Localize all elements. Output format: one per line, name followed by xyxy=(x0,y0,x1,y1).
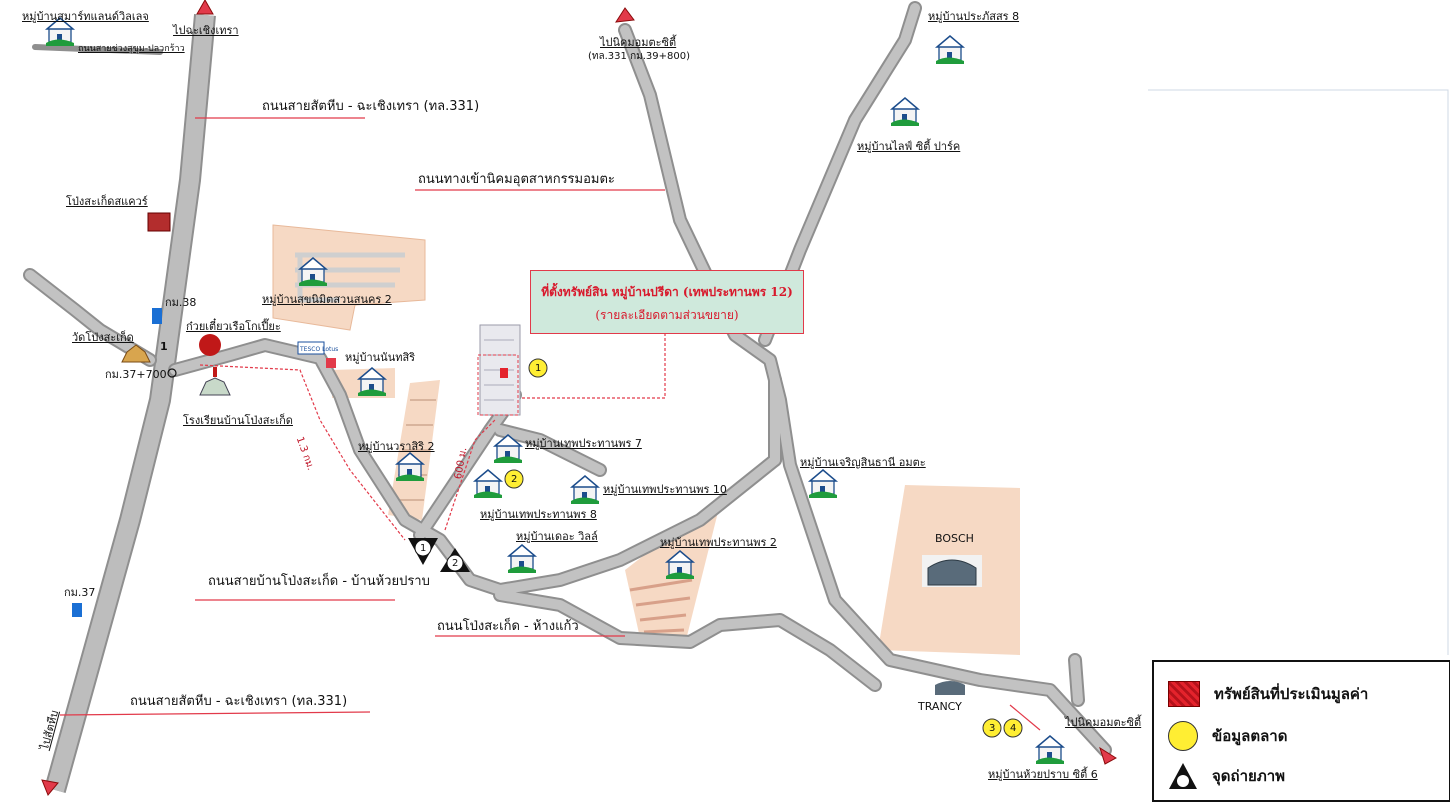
house-icon xyxy=(507,544,537,574)
road-label-pong-huai: ถนนสายบ้านโป่งสะเก็ด - บ้านห้วยปราบ xyxy=(208,574,430,589)
direction-amata: ไปนิคมอมตะซิตี้ xyxy=(600,36,677,49)
place-huaiprab: หมู่บ้านห้วยปราบ ซิตี้ 6 xyxy=(988,768,1098,781)
place-small-road: ถนนสายช่วงสุขุม-ปลวกร้าว xyxy=(78,44,185,54)
place-warasiri: หมู่บ้านวราสิริ 2 xyxy=(358,440,435,453)
place-km38: กม.38 xyxy=(165,296,197,309)
road-label-331-bottom: ถนนสายสัตหีบ - ฉะเชิงเทรา (ทล.331) xyxy=(130,694,348,709)
place-life-city: หมู่บ้านไลฟ์ ซิตี้ ปาร์ค xyxy=(857,140,961,153)
temple-icon xyxy=(121,344,151,363)
place-thepprathan10: หมู่บ้านเทพประทานพร 10 xyxy=(603,483,727,496)
house-icon xyxy=(935,35,965,65)
market-number: 1 xyxy=(535,363,542,374)
subject-callout: ที่ตั้งทรัพย์สิน หมู่บ้านปรีดา (เทพประทา… xyxy=(530,270,804,334)
place-pongsaket-square: โป่งสะเก็ดสแควร์ xyxy=(66,195,148,208)
place-prapassorn: หมู่บ้านประภัสสร 8 xyxy=(928,10,1020,23)
house-icon xyxy=(473,469,503,499)
place-km37700: กม.37+700 xyxy=(105,368,167,381)
place-nanthasiri: หมู่บ้านนันทสิริ xyxy=(345,351,416,364)
legend-market-label: ข้อมูลตลาด xyxy=(1212,727,1288,745)
photo-number: 2 xyxy=(452,558,459,569)
house-icon xyxy=(890,97,920,127)
road-label-331-top: ถนนสายสัตหีบ - ฉะเชิงเทรา (ทล.331) xyxy=(262,99,480,114)
market-number: 4 xyxy=(1010,723,1017,734)
house-icon xyxy=(570,475,600,505)
bus-stop-icon xyxy=(72,603,82,617)
photo-number: 1 xyxy=(420,543,427,554)
subject-plot xyxy=(500,368,508,378)
direction-amata-se: ไปนิคมอมตะซิตี้ xyxy=(1065,716,1142,729)
direction-arrow-icon xyxy=(1099,746,1117,765)
camera-point-icon xyxy=(440,548,470,572)
direction-arrow-icon xyxy=(196,0,214,15)
direction-chachoengsao: ไปฉะเชิงเทรา xyxy=(173,24,239,37)
road-label-pong-hang: ถนนโป่งสะเก็ด - ห้างแก้ว xyxy=(437,619,579,634)
place-trancy: TRANCY xyxy=(918,700,962,713)
tesco-icon xyxy=(297,341,325,355)
market-point xyxy=(982,718,1002,738)
place-charoensin: หมู่บ้านเจริญสินธานี อมตะ xyxy=(800,456,926,469)
legend-photo-label: จุดถ่ายภาพ xyxy=(1212,767,1286,785)
market-number: 2 xyxy=(511,474,518,485)
factory-icon xyxy=(935,681,965,695)
factory-icon xyxy=(922,555,982,587)
store-icon xyxy=(326,358,336,368)
place-num1: 1 xyxy=(160,340,168,353)
subject-title: ที่ตั้งทรัพย์สิน หมู่บ้านปรีดา (เทพประทา… xyxy=(541,285,793,299)
bus-stop-icon xyxy=(152,308,162,324)
highway-331 xyxy=(44,14,216,793)
place-thepprathan7: หมู่บ้านเทพประทานพร 7 xyxy=(525,437,642,450)
road-label-amata: ถนนทางเข้านิคมอุตสาหกรรมอมตะ xyxy=(418,172,615,187)
legend-subject-label: ทรัพย์สินที่ประเมินมูลค่า xyxy=(1214,685,1369,703)
project-area-sukhonthip xyxy=(272,224,426,331)
camera-point-icon xyxy=(408,538,438,565)
place-thepprathan2: หมู่บ้านเทพประทานพร 2 xyxy=(660,536,777,549)
market-number: 3 xyxy=(989,723,996,734)
legend-subject: ทรัพย์สินที่ประเมินมูลค่า xyxy=(1168,680,1368,708)
school-icon xyxy=(199,377,231,396)
market-point xyxy=(528,358,548,378)
subject-swatch-icon xyxy=(1168,681,1200,707)
place-the-villa: หมู่บ้านเดอะ วิลล์ xyxy=(516,530,598,543)
market-point xyxy=(504,469,524,489)
market-point xyxy=(1003,718,1023,738)
restaurant-icon xyxy=(199,334,221,356)
legend-market: ข้อมูลตลาด xyxy=(1168,721,1288,751)
house-icon xyxy=(808,469,838,499)
direction-arrow-icon xyxy=(615,7,635,23)
direction-arrow-icon xyxy=(41,779,59,796)
building-icon xyxy=(147,212,171,232)
direction-amata-km: (ทล.331 กม.39+800) xyxy=(588,51,690,62)
place-km37: กม.37 xyxy=(64,586,96,599)
place-wat: วัดโป่งสะเก็ด xyxy=(72,331,134,344)
map-legend: ทรัพย์สินที่ประเมินมูลค่า ข้อมูลตลาด จุด… xyxy=(1152,660,1450,802)
market-circle-icon xyxy=(1168,721,1198,751)
place-school: โรงเรียนบ้านโป่งสะเก็ด xyxy=(183,414,293,427)
camera-point-icon xyxy=(1169,763,1197,789)
place-thepprathan8: หมู่บ้านเทพประทานพร 8 xyxy=(480,508,597,521)
house-icon xyxy=(1035,735,1065,765)
place-noodle: ก๋วยเตี๋ยวเรือโกเปี๊ยะ xyxy=(186,320,281,333)
place-sukhonthip: หมู่บ้านสุขนิมิตสวนสนคร 2 xyxy=(262,293,392,306)
subject-subtitle: (รายละเอียดตามส่วนขยาย) xyxy=(595,308,739,322)
place-tesco: TESCO Lotus xyxy=(300,346,339,353)
legend-photo: จุดถ่ายภาพ xyxy=(1168,762,1285,790)
km-marker-icon xyxy=(167,368,177,378)
place-smart-land: หมู่บ้านสมาร์ทแลนด์วิลเลจ xyxy=(22,10,149,23)
place-bosch: BOSCH xyxy=(935,532,974,545)
